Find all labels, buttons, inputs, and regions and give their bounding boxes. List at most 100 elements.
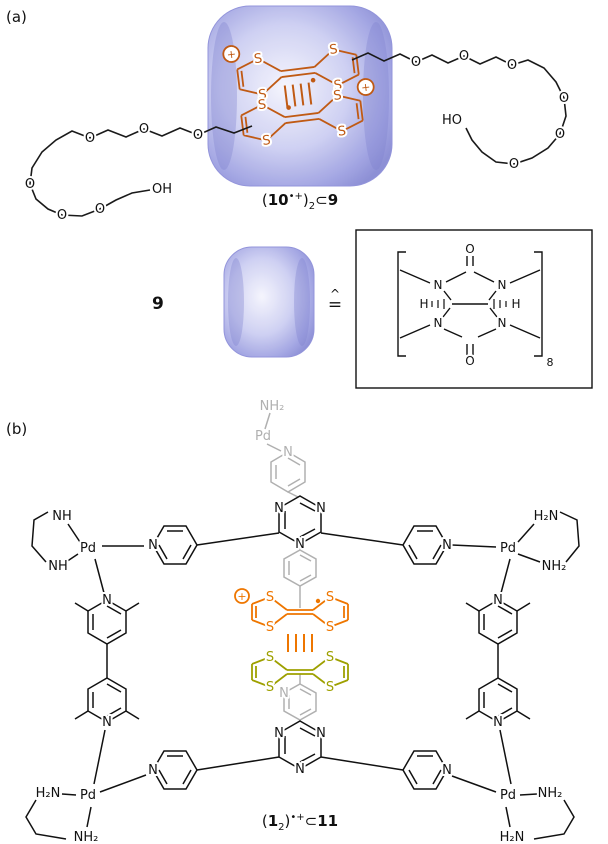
nitrogen-label: N [442,538,452,553]
amine-label: NH₂ [538,786,563,801]
plus-charge-label: + [237,590,246,603]
sulfur-label: S [262,133,272,149]
pimer-interaction-dashes [283,82,313,108]
corresponds-symbol: ^ = [325,287,345,314]
caption-a-subset: ⊂ [315,191,328,209]
rear-aryl-ring-top [283,549,317,587]
plus-charge-circle [234,588,250,604]
nitrogen-label: N [295,762,305,777]
caption-a-radical: •+ [288,191,303,202]
sulfur-label: S [258,87,268,103]
nitrogen-label: N [434,316,443,330]
pyridine-ring [402,525,448,565]
nitrogen-label: N [102,593,112,608]
nitrogen-label: N [434,278,443,292]
rear-pyridine-ring [270,451,306,493]
caption-a-sub: 2 [308,201,316,212]
nitrogen-label: N [442,763,452,778]
plus-charge-label: + [226,47,237,61]
methyl-bonds [74,602,531,720]
oxygen-label: O [95,202,105,217]
hydrogen-label: H [511,297,520,311]
oxygen-label: O [559,91,569,106]
oxygen-label: O [57,208,67,223]
corresponds-hat: ^ [329,287,341,301]
oxygen-label: O [193,128,203,143]
panel-a-caption: (10•+)2⊂9 [218,191,382,212]
nitrogen-label: N [102,715,112,730]
caption-b-guest: 1 [267,812,279,830]
pillar-pyridine-ring [478,677,518,723]
nitrogen-label: N [148,763,158,778]
nitrogen-label: N [283,445,293,460]
caption-a-open: ( [261,191,268,209]
left-bracket [397,251,406,357]
sulfur-label: S [266,650,274,665]
nitrogen-label: N [148,538,158,553]
nitrogen-label: N [493,593,503,608]
amine-label: H₂N [500,830,525,844]
ttf-dimer-guest: + S S S S + S S S S [222,40,375,151]
amine-label: H₂N [534,509,559,524]
amine-label: NH [52,509,72,524]
right-bracket [534,251,543,357]
pyridine-ring [152,525,198,565]
plus-charge-circle [222,45,241,63]
sulfur-label: S [329,42,339,58]
palladium-label: Pd [80,541,96,556]
glycol-chain-right: O O O O O O HO [351,47,571,174]
compound-9-label: 9 [152,294,164,314]
amine-label: NH [48,559,68,574]
amine-label: NH₂ [542,559,567,574]
oxygen-label: O [139,122,149,137]
sulfur-label: S [326,620,334,635]
oxygen-label: O [459,49,469,64]
sulfur-label: S [333,78,343,94]
sulfur-label: S [333,88,343,104]
cucurbituril-host-small [223,246,315,358]
pyridine-ring [402,750,448,790]
glycoluril-repeat-unit: O O N N N N H H 8 [355,229,593,389]
repeat-subscript: 8 [547,356,554,369]
nitrogen-label: N [493,715,503,730]
pimer-interaction-dashes [287,634,313,652]
palladium-label: Pd [500,541,516,556]
sulfur-label: S [266,680,274,695]
sulfur-label: S [266,590,274,605]
triazine-ring-top [278,495,322,545]
nitrogen-label: N [498,278,507,292]
oxygen-label: O [465,354,474,368]
oxygen-label: O [85,131,95,146]
cucurbituril-host-large [207,5,393,187]
amine-label: NH₂ [260,399,285,414]
nitrogen-label: N [274,501,284,516]
caption-b-host: 11 [317,812,339,830]
pyridine-ring [152,750,198,790]
caption-a-host: 9 [327,191,339,209]
stereo-hash-bonds [431,299,507,309]
rear-aryl-ring-bottom [283,683,317,721]
panel-a-label: (a) [6,8,27,26]
radical-dot [315,598,321,604]
caption-b-radical: •+ [290,812,305,823]
amine-label: H₂N [36,786,61,801]
sulfur-label: S [326,650,334,665]
radical-dot [286,105,291,110]
pd-cage-framework: N N N N N N N N N N N N N N Pd Pd Pd Pd … [25,495,580,844]
caption-b-close: ) [284,812,291,830]
sulfur-label: S [337,124,347,140]
nitrogen-label: N [274,726,284,741]
nitrogen-label: N [316,501,326,516]
glycol-chain-left: O O O O O O OH [23,120,253,225]
panel-b-caption: (12)•+⊂11 [210,812,390,833]
caption-a-guest: 10 [267,191,289,209]
repeat-unit-box [355,229,593,389]
pillar-pyridine-ring [87,677,127,723]
sulfur-label: S [326,590,334,605]
nitrogen-label: N [279,686,289,701]
nitrogen-label: N [498,316,507,330]
plus-charge-label: + [360,80,371,94]
oxygen-label: O [25,177,35,192]
